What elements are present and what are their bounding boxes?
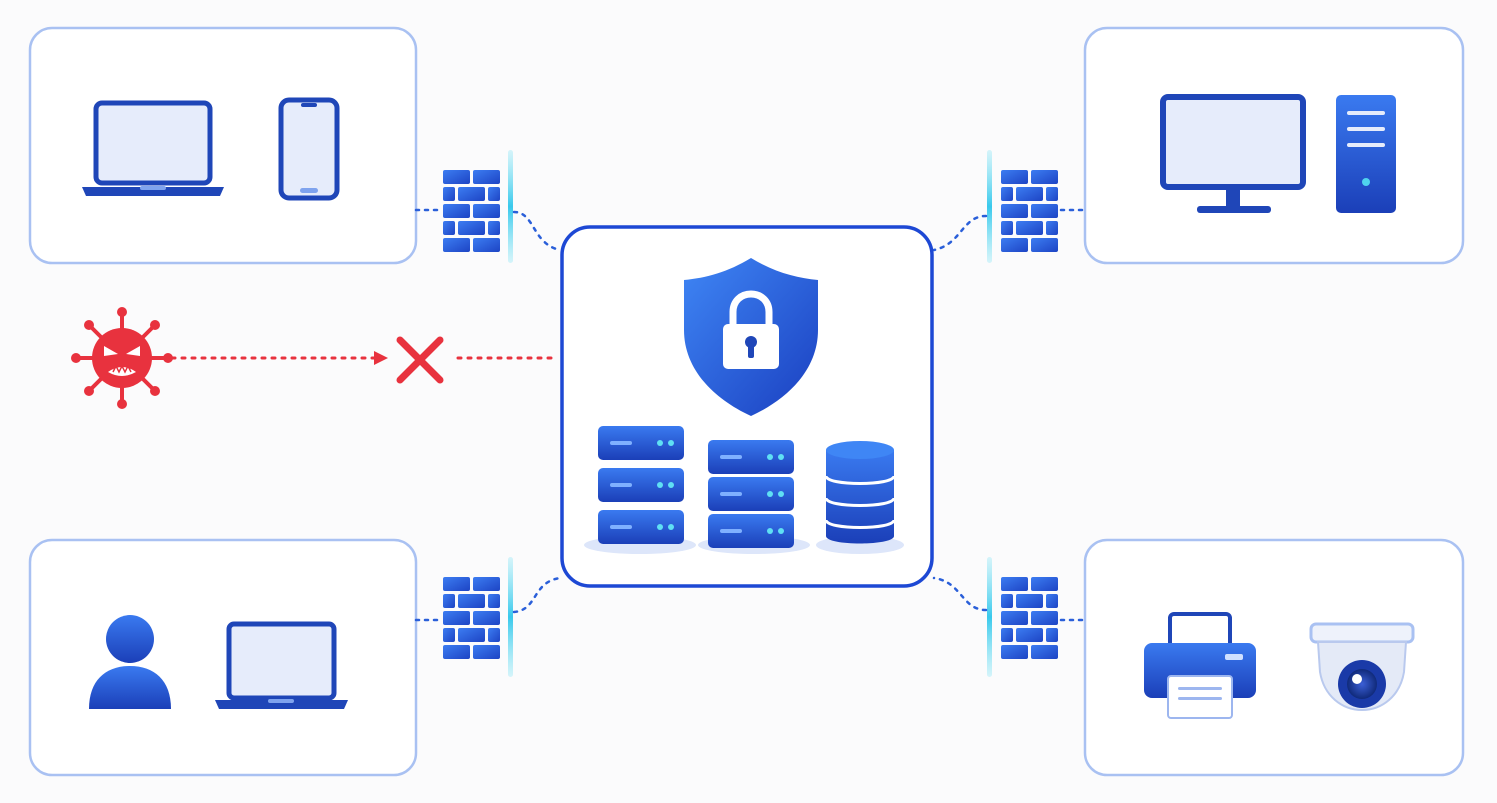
server-rack-icon xyxy=(708,440,794,548)
top-left-device-group xyxy=(28,26,418,265)
x-mark-icon xyxy=(396,336,444,384)
firewall-icon xyxy=(987,150,1058,263)
firewall-icon xyxy=(443,150,513,263)
printer-icon xyxy=(1144,612,1256,719)
user-icon xyxy=(89,615,171,709)
virus-icon xyxy=(71,307,173,409)
desktop-monitor-icon xyxy=(1160,94,1306,213)
server-rack-icon xyxy=(598,426,684,544)
laptop-icon xyxy=(215,621,348,709)
firewall-icon xyxy=(443,557,513,677)
firewall-icon xyxy=(987,557,1058,677)
database-icon xyxy=(824,441,896,544)
laptop-icon xyxy=(82,100,224,196)
smartphone-icon xyxy=(278,97,340,201)
bottom-right-device-group xyxy=(1083,538,1465,777)
security-camera-icon xyxy=(1309,622,1415,712)
tower-pc-icon xyxy=(1336,95,1396,213)
bottom-left-device-group xyxy=(28,538,418,777)
arrowhead-icon xyxy=(374,351,388,365)
connection-lines xyxy=(414,208,1084,622)
shield-lock-icon xyxy=(684,258,818,416)
